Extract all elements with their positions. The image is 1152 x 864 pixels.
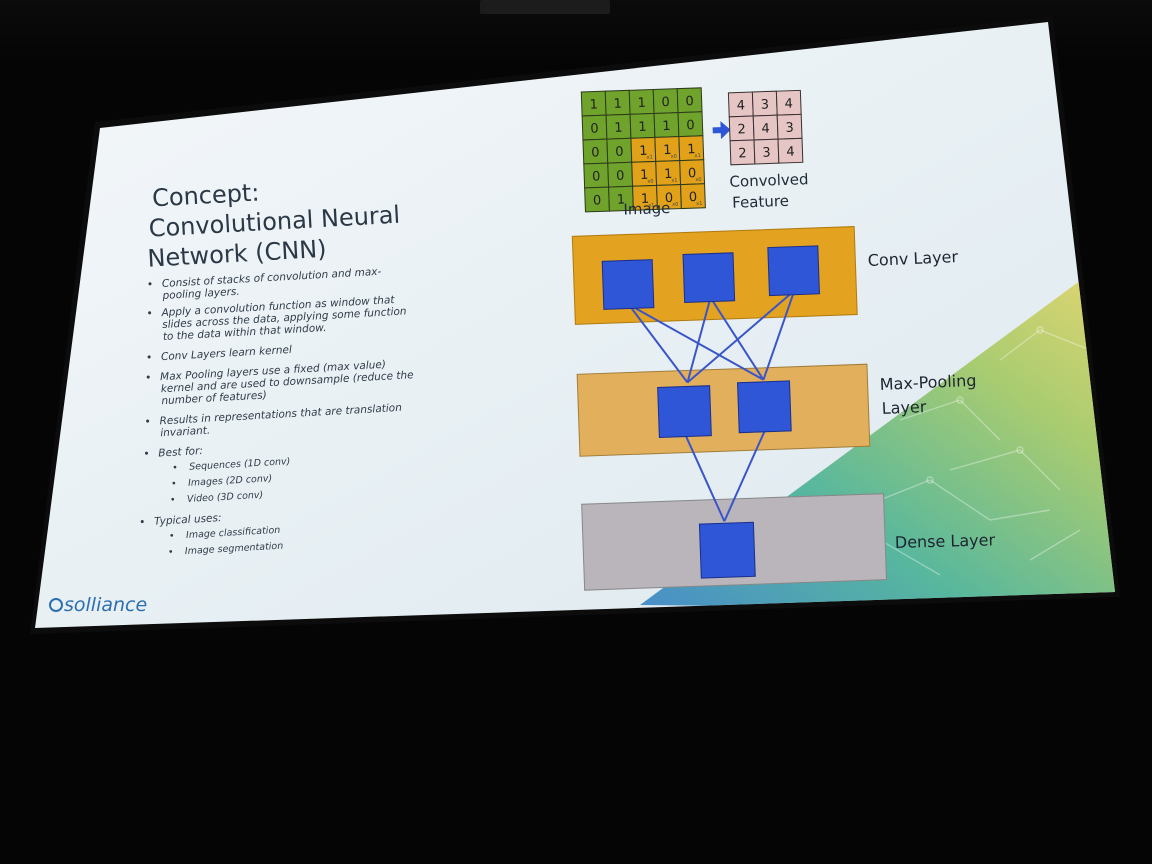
bullet-dot: • [147,279,154,291]
image-grid-value: 0 [688,166,697,181]
convolved-grid-value: 2 [737,122,746,137]
network-edge [684,434,726,522]
convolved-grid-value: 3 [785,121,794,136]
convolved-grid-value: 4 [736,98,745,113]
image-grid-value: 1 [613,97,622,112]
bullet-dot: • [145,372,152,384]
conv-layer-label: Conv Layer [867,247,958,270]
image-grid-value: 0 [685,94,694,109]
bullet-dot: • [139,516,146,528]
image-grid-value: 0 [689,190,698,205]
convolved-label-line-1: Convolved [729,170,809,191]
convolved-grid-value: 3 [762,145,771,160]
convolved-grid-value: 4 [786,145,795,160]
kernel-weight-label: x1 [671,178,677,184]
kernel-weight-label: x1 [647,155,653,161]
network-edge [686,289,795,384]
best-for-label: Best for: [158,445,203,459]
image-grid-value: 1 [664,167,673,182]
conv-node [682,252,736,304]
typical-use-item-2: Image segmentation [185,541,284,557]
conv-node [767,245,820,297]
convolved-grid-value: 4 [761,121,770,136]
image-grid-value: 1 [663,143,672,158]
convolved-grid-value: 4 [784,97,793,112]
image-grid-value: 1 [617,193,626,208]
convolved-grid-value: 3 [760,97,769,112]
network-edge [628,303,764,381]
maxpool-layer-label-line-1: Max-Pooling [879,371,976,394]
convolved-grid-value: 2 [738,146,747,161]
network-edges [627,289,796,522]
image-grid-value: 1 [641,192,650,207]
image-grid-value: 0 [593,193,602,208]
kernel-weight-label: x0 [695,177,701,183]
kernel-weight-label: x0 [647,179,653,185]
dense-layer-label: Dense Layer [895,530,996,552]
image-grid-value: 1 [687,142,696,157]
sub-bullet-dot: • [172,462,178,473]
image-label: Image [623,199,671,219]
slide-text-column: Concept: Convolutional Neural Network (C… [139,178,414,558]
conv-node [601,259,655,310]
maxpool-node [657,385,712,438]
image-grid-value: 1 [640,168,649,183]
kernel-weight-label: x1 [696,201,702,207]
image-grid-value: 0 [615,145,624,160]
sub-bullet-dot: • [171,479,177,490]
typical-uses-label: Typical uses: [154,512,222,528]
logo-text: solliance [64,594,147,616]
maxpool-node [736,380,792,434]
image-grid-value: 0 [661,95,670,110]
bullet-dot: • [143,448,150,460]
typical-use-item-1: Image classification [186,525,281,541]
image-grid-value: 0 [592,169,601,184]
image-grid-value: 0 [590,121,599,136]
sub-bullet-dot: • [168,547,174,558]
bullet-dot: • [146,308,153,320]
convolved-grid-cell [777,137,804,164]
image-grid-value: 0 [591,145,600,160]
image-grid-value: 1 [662,119,671,134]
dense-node [698,521,756,579]
kernel-weight-label: x0 [672,202,678,208]
maxpool-layer-box [576,363,871,457]
bullet-dot: • [144,416,151,428]
bullet-5-line-2: invariant. [160,425,211,440]
image-grid-value: 0 [616,169,625,184]
sub-bullet-dot: • [170,495,176,506]
maxpool-layer-label-line-2: Layer [881,397,927,418]
image-grid-value: 1 [589,97,598,112]
image-grid-value: 0 [686,118,695,133]
kernel-weight-label: x1 [648,203,654,209]
solliance-logo: solliance [49,594,147,616]
kernel-weight-label: x1 [694,153,700,159]
convolved-label-line-2: Feature [732,192,789,212]
network-edge [627,303,689,384]
network-edge [723,429,767,522]
slide-title-line-1: Concept: [151,178,260,212]
best-for-item-3: Video (3D conv) [187,490,264,505]
network-edge [762,290,796,381]
ceiling-rig [480,0,610,14]
bullet-4-line-3: number of features) [161,389,267,407]
image-grid-cell [680,183,706,210]
sub-bullet-dot: • [169,531,175,542]
image-grid-value: 1 [637,96,646,111]
image-grid-value: 1 [638,120,647,135]
bullet-1-line-2: pooling layers. [161,286,240,302]
best-for-item-2: Images (2D conv) [188,473,273,489]
image-grid-value: 0 [665,191,674,206]
kernel-weight-label: x0 [670,154,676,160]
arrow-right-icon [712,121,731,140]
network-edge [686,297,712,383]
logo-icon [49,598,63,612]
image-grid-value: 1 [614,121,623,136]
bullet-dot: • [146,352,153,364]
image-grid-value: 1 [639,144,648,159]
